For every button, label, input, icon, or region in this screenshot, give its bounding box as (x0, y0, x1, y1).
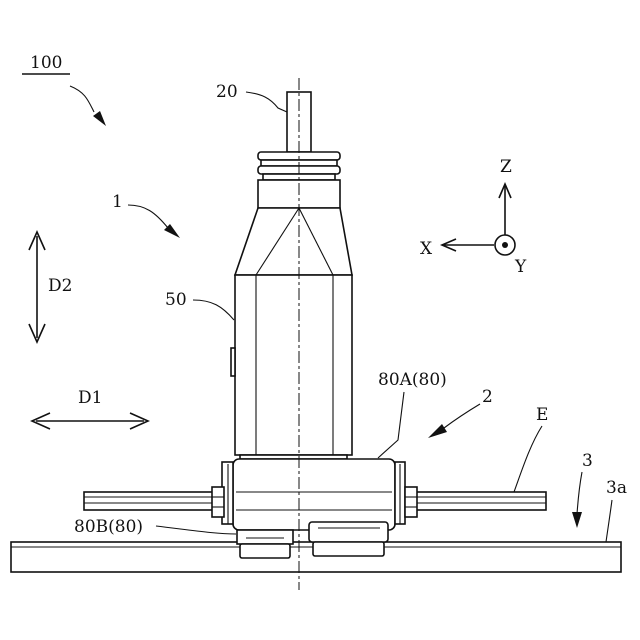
label-3a: 3a (606, 478, 627, 498)
label-d2: D2 (48, 276, 72, 296)
label-z: Z (500, 157, 512, 177)
label-3a-group: 3a (606, 478, 627, 542)
arrow-2 (428, 424, 447, 438)
leader-20 (246, 92, 287, 112)
right-bolt (405, 487, 417, 517)
label-x: X (420, 239, 433, 259)
axes-group: Z X Y (420, 157, 527, 277)
main-body-rect (235, 275, 352, 455)
label-100-group: 100 (22, 53, 106, 126)
d2-arrow-group: D2 (29, 232, 72, 342)
gripper-80b-lower (240, 544, 290, 558)
label-2-group: 2 (428, 387, 493, 438)
left-bolt (212, 487, 224, 517)
label-y: Y (514, 257, 527, 277)
label-80b-group: 80B(80) (74, 517, 236, 537)
leader-2 (444, 404, 480, 428)
leader-80b (156, 526, 236, 534)
label-50-group: 50 (165, 290, 234, 320)
label-1-group: 1 (112, 192, 180, 238)
leader-3 (577, 472, 582, 514)
arrow-3 (572, 512, 582, 528)
hand (212, 459, 417, 530)
label-3: 3 (582, 451, 593, 471)
label-80b: 80B(80) (74, 517, 143, 537)
main-body (231, 275, 352, 459)
y-axis-dot (502, 242, 508, 248)
arrow-100 (93, 111, 106, 126)
side-port (231, 348, 235, 376)
label-1: 1 (112, 192, 123, 212)
label-50: 50 (165, 290, 187, 310)
label-80a-group: 80A(80) (378, 370, 447, 458)
label-e-group: E (514, 405, 548, 492)
label-20-group: 20 (216, 82, 287, 112)
head-taper (235, 208, 352, 275)
label-80a: 80A(80) (378, 370, 447, 390)
gripper-80b-upper (237, 530, 293, 544)
head (235, 180, 352, 275)
leader-80a (378, 392, 404, 458)
label-100: 100 (30, 53, 62, 73)
d1-arrow-group: D1 (32, 388, 148, 429)
leader-e (514, 426, 542, 492)
label-d1: D1 (78, 388, 102, 408)
leader-50 (193, 300, 234, 320)
gripper-80a (309, 522, 388, 556)
leader-3a (606, 500, 612, 542)
label-3-group: 3 (572, 451, 593, 528)
label-2: 2 (482, 387, 493, 407)
hand-frame (233, 459, 395, 530)
gripper-80b (237, 530, 293, 558)
gripper-80a-lower (313, 542, 384, 556)
leader-1 (128, 205, 168, 228)
label-20: 20 (216, 82, 238, 102)
label-e: E (536, 405, 548, 425)
leader-100 (70, 86, 94, 112)
gripper-80a-upper (309, 522, 388, 542)
